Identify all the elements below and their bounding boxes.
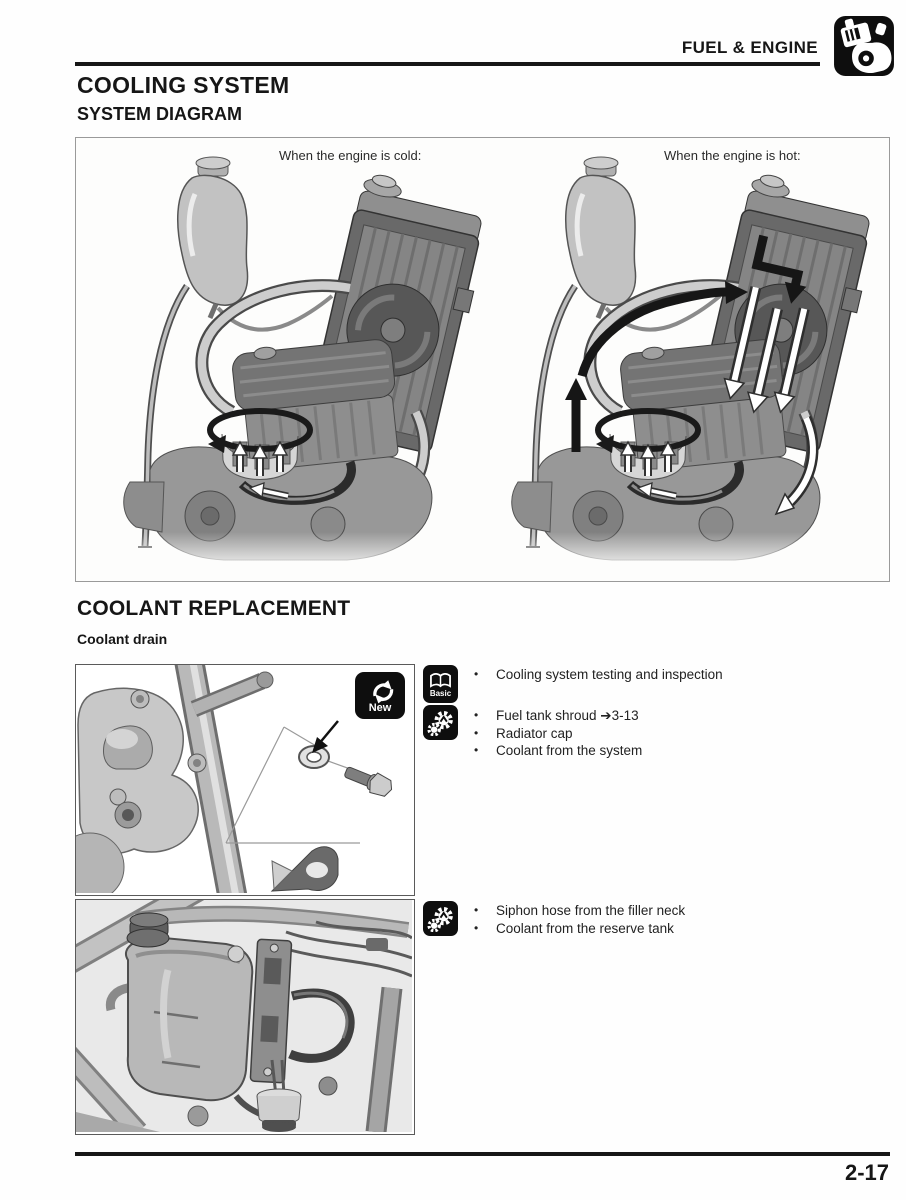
bullet-text: Coolant from the system: [496, 743, 643, 758]
hot-state-label: When the engine is hot:: [664, 148, 801, 163]
system-diagram-figure: When the engine is cold: When the engine…: [75, 137, 890, 582]
basic-icon-label: Basic: [429, 688, 452, 698]
section-header: FUEL & ENGINE: [681, 38, 818, 57]
footer-rule: [75, 1152, 890, 1156]
bullet-dot: •: [474, 743, 479, 757]
system-diagram-subtitle: SYSTEM DIAGRAM: [77, 104, 243, 124]
bullet-dot: •: [474, 708, 479, 722]
bullet-item: • Radiator cap: [472, 725, 892, 743]
cooling-system-title: COOLING SYSTEM: [77, 72, 290, 98]
gears-glyph: [427, 710, 453, 736]
drain-bolt-illustration: [55, 652, 412, 908]
step-list-inspection: • Cooling system testing and inspection: [472, 666, 892, 684]
bullet-text: Coolant from the reserve tank: [496, 920, 674, 936]
reserve-tank-illustration: [55, 877, 413, 1140]
basic-manual-icon: Basic: [423, 665, 458, 703]
step-list-remove-1: • Fuel tank shroud ➔3-13 • Radiator cap • Coo…: [472, 707, 892, 760]
bullet-dot: •: [474, 667, 479, 681]
bullet-dot: •: [474, 920, 479, 935]
bullet-item: • Fuel tank shroud ➔3-13: [472, 707, 892, 725]
coolant-replacement-title: COOLANT REPLACEMENT: [77, 597, 351, 620]
recycle-new-icon: [373, 679, 394, 703]
open-book-glyph: [430, 672, 451, 688]
coolant-drain-subtitle: Coolant drain: [77, 631, 168, 647]
bullet-dot: •: [474, 725, 479, 740]
bullet-item: • Coolant from the system: [472, 742, 892, 760]
bullet-text: Cooling system testing and inspection: [496, 667, 723, 682]
new-badge-label: New: [368, 701, 392, 714]
step-list-remove-2: • Siphon hose from the filler neck • Coolan…: [472, 902, 892, 937]
drain-bolt-figure: New: [55, 652, 415, 908]
engine-icon: [834, 16, 894, 76]
bullet-text: Radiator cap: [496, 725, 573, 741]
bullet-item: • Siphon hose from the filler neck: [472, 902, 892, 920]
reserve-tank-figure: [55, 877, 415, 1140]
cold-state-label: When the engine is cold:: [279, 148, 422, 163]
new-part-badge: New: [355, 672, 405, 719]
page-number: 2-17: [844, 1160, 889, 1185]
bullet-text: Siphon hose from the filler neck: [496, 903, 686, 918]
bullet-item: • Cooling system testing and inspection: [472, 666, 892, 684]
gears-glyph: [427, 906, 453, 932]
remove-parts-icon: [423, 705, 458, 740]
remove-parts-icon: [423, 901, 458, 936]
bullet-dot: •: [474, 903, 479, 917]
bullet-item: • Coolant from the reserve tank: [472, 920, 892, 938]
cooling-diagram-illustration: [76, 138, 889, 581]
bullet-text: Fuel tank shroud ➔3-13: [496, 708, 639, 723]
header-rule: [75, 62, 820, 66]
